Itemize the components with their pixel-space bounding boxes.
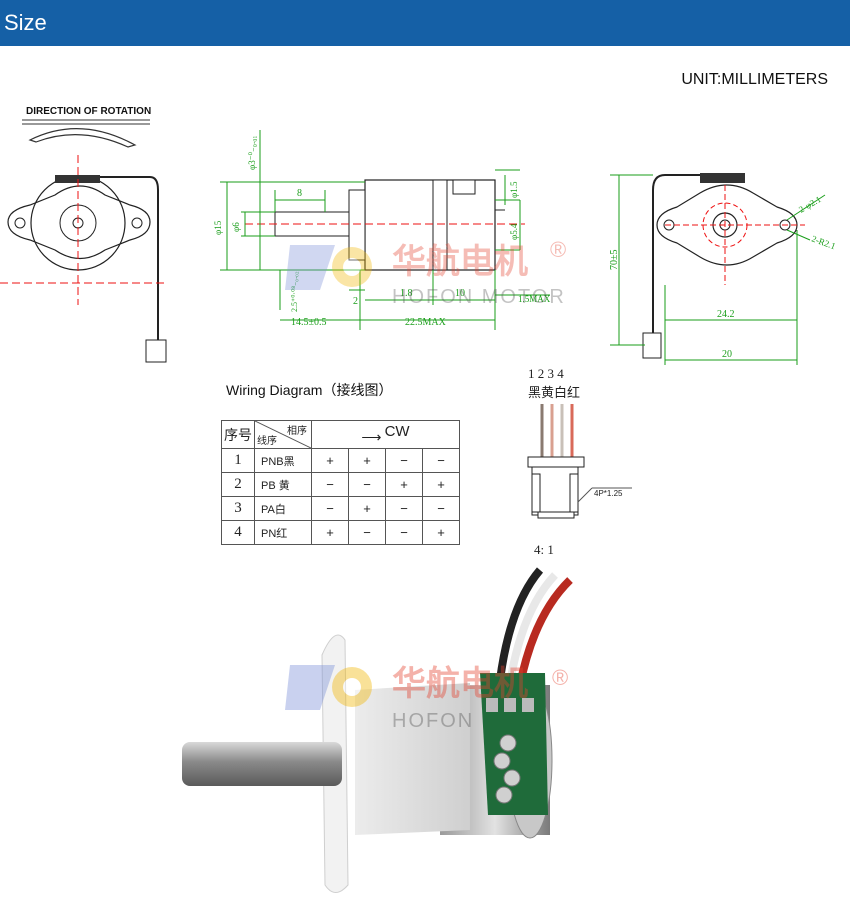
header-wire-phase: 相序 线序 (254, 420, 312, 449)
dim-24-2: 24.2 (717, 309, 735, 320)
watermark-cn: 华航电机 (392, 242, 528, 281)
watermark-en: HOFON MOTOR (392, 286, 566, 308)
dim-14-5: 14.5±0.5 (291, 317, 327, 328)
table-row: 1 PNB黑 + + − − (221, 448, 460, 473)
dim-phi1-5: φ1.5 (509, 181, 519, 198)
rotation-arrow-icon (28, 128, 137, 148)
header-seq: 序号 (221, 420, 255, 449)
table-row: 3 PA白 − + − − (221, 496, 460, 521)
photo-watermark-reg: ® (552, 665, 568, 690)
dim-70: 70±5 (609, 250, 620, 271)
front-view: 70±5 2-φ2.1 2-R2.1 24.2 20 (609, 173, 837, 365)
dim-phi15: φ15 (213, 220, 223, 235)
header-bar: Size (0, 0, 850, 46)
dim-22-5max: 22.5MAX (405, 317, 447, 328)
header-wire: 线序 (257, 436, 277, 447)
unit-label: UNIT:MILLIMETERS (681, 71, 828, 88)
table-row: 2 PB 黄 − − + + (221, 472, 460, 497)
dim-2: 2 (353, 296, 358, 307)
connector-pins: 1 2 3 4 (528, 366, 564, 381)
rotation-label: DIRECTION OF ROTATION (26, 106, 151, 117)
connector-spec: 4P*1.25 (594, 489, 623, 498)
arrow-right-icon: ⟶ (361, 429, 382, 445)
photo-watermark-en: HOFON (392, 710, 474, 732)
logo-icon (285, 245, 335, 290)
photo-watermark-cn: 华航电机 (392, 664, 528, 703)
side-view: φ3⁻⁰₋₀.₀₁ φ15 φ6 8 φ1.5 φ5.4 1.8 10 2 2.… (213, 130, 551, 330)
wiring-table: 序号 相序 线序 ⟶ CW 1 PNB黑 + + − − 2 PB 黄 − − … (221, 420, 460, 545)
page-title: Size (4, 10, 47, 35)
dim-10: 10 (455, 288, 465, 299)
dim-1-5max: 1.5MAX (518, 294, 551, 304)
table-header-row: 序号 相序 线序 ⟶ CW (221, 420, 460, 449)
watermark-reg: ® (550, 237, 566, 262)
dim-1-8: 1.8 (400, 288, 413, 299)
rotation-view: DIRECTION OF ROTATION (0, 106, 168, 363)
wiring-title: Wiring Diagram（接线图） (226, 382, 393, 398)
dim-20: 20 (722, 349, 732, 360)
dim-hole2: 2-R2.1 (810, 233, 837, 251)
dim-phi3: φ3⁻⁰₋₀.₀₁ (247, 136, 257, 170)
dim-hole1: 2-φ2.1 (797, 194, 823, 215)
header-direction: ⟶ CW (311, 420, 460, 449)
motor-photo: 华航电机 ® HOFON (182, 567, 573, 893)
photo-logo-icon (285, 665, 335, 710)
connector-ratio: 4: 1 (534, 542, 554, 557)
connector-colors: 黑黄白红 (528, 385, 580, 400)
dim-phi6: φ6 (231, 222, 241, 232)
watermark-drawing: 华航电机 ® HOFON MOTOR (285, 237, 566, 308)
dim-2-5: 2.5⁺⁰·⁰⁸₋₀.₀₂ (290, 271, 299, 312)
dim-phi5-4: φ5.4 (509, 223, 519, 240)
dim-8: 8 (297, 188, 302, 199)
table-row: 4 PN红 + − − + (221, 520, 460, 545)
connector-drawing: 1 2 3 4 黑黄白红 4P*1.25 4: 1 (527, 366, 632, 557)
header-phase: 相序 (287, 426, 307, 437)
